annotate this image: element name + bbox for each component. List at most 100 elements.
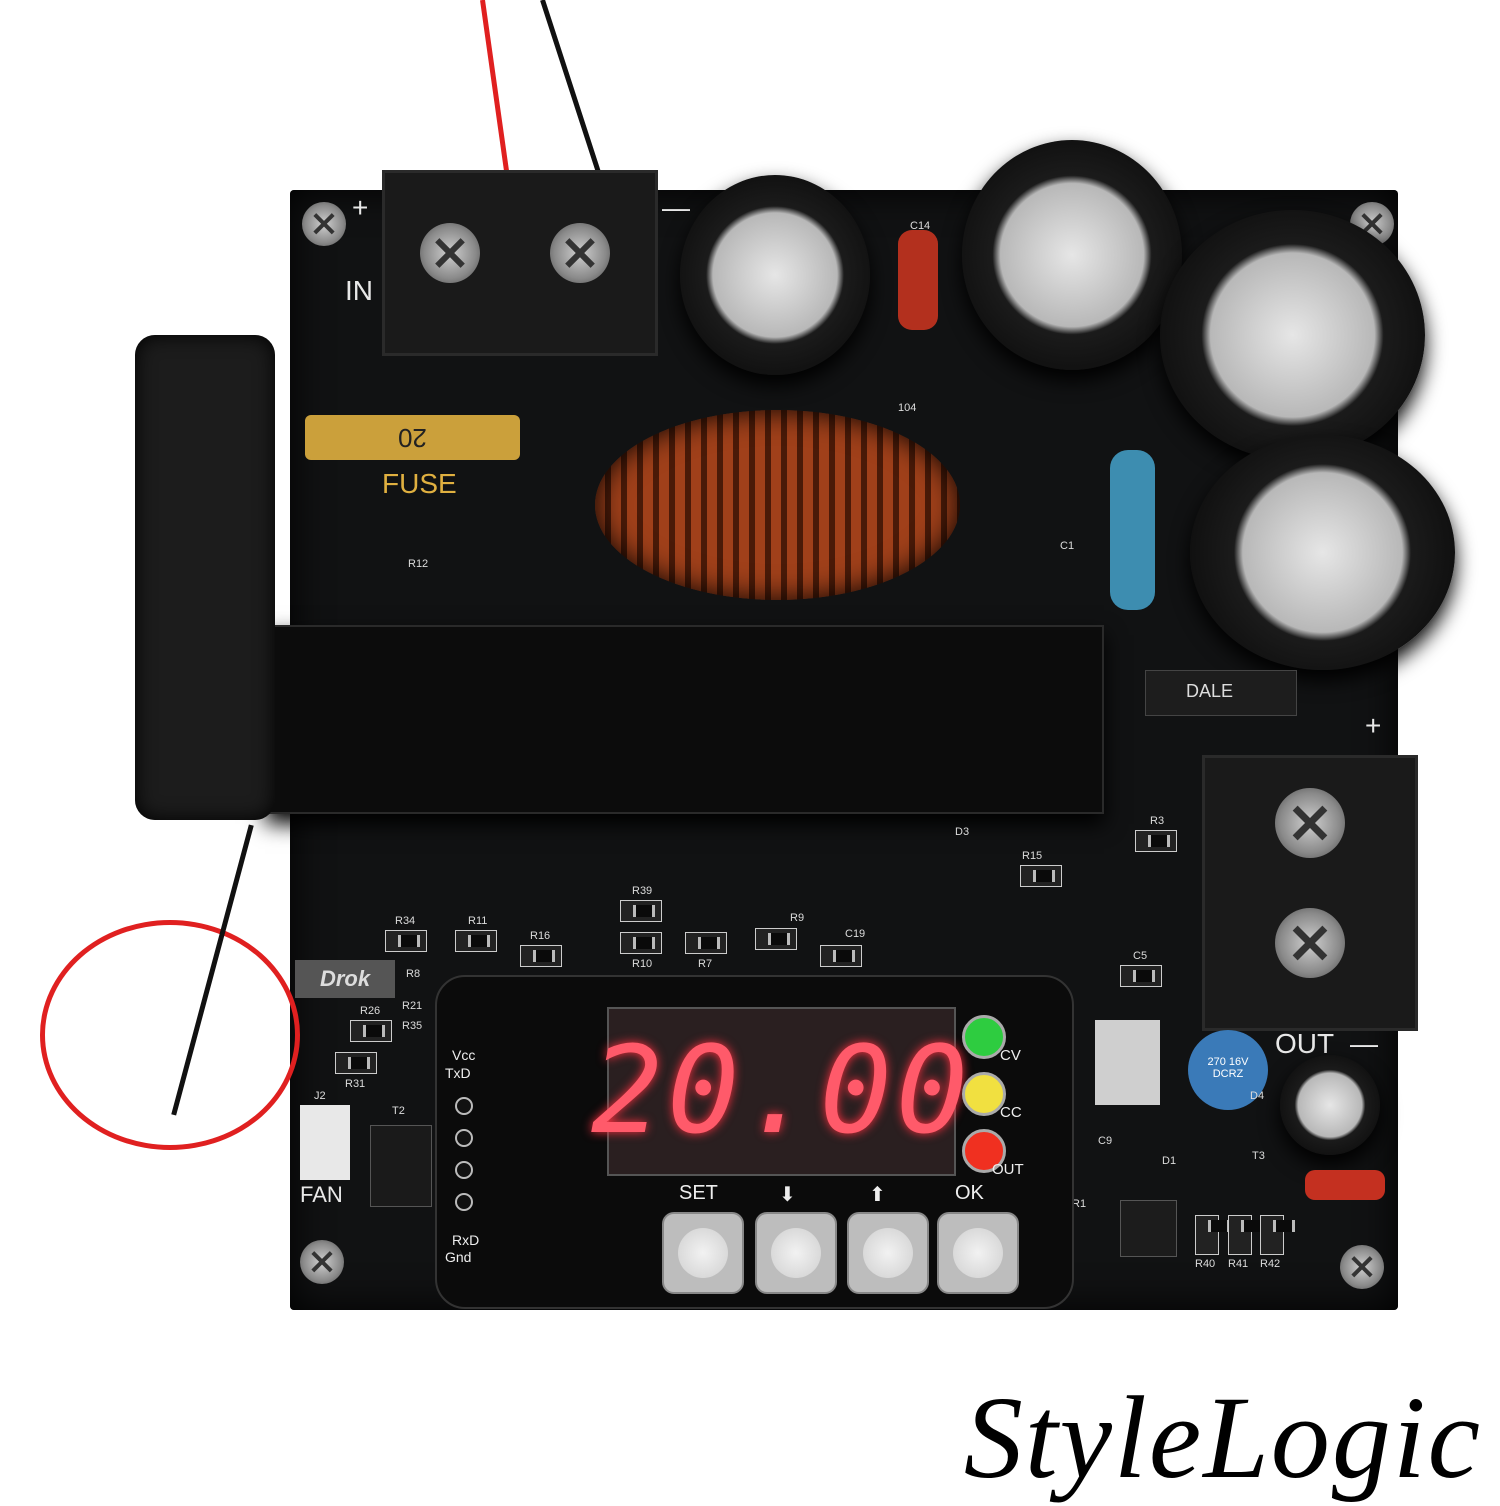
silk-label: R10 <box>632 958 653 970</box>
output-label: OUT <box>1275 1028 1335 1059</box>
silk-label: C5 <box>1133 950 1148 962</box>
silk-label: R16 <box>530 930 551 942</box>
silk-r12: R12 <box>408 558 429 570</box>
fan-connector[interactable] <box>300 1105 350 1180</box>
smd-capacitor <box>1120 965 1162 987</box>
silk-label: R40 <box>1195 1258 1216 1270</box>
silk-label: R1 <box>1072 1198 1087 1210</box>
cc-label: CC <box>1000 1104 1022 1121</box>
shunt-resistor: DALE <box>1145 670 1297 716</box>
silk-label: R9 <box>790 912 805 924</box>
silk-label: R39 <box>632 885 653 897</box>
smd-resistor <box>520 945 562 967</box>
capacitor <box>962 140 1182 370</box>
cv-led <box>962 1015 1006 1059</box>
smd-resistor <box>385 930 427 952</box>
input-wire-red <box>480 0 513 199</box>
silk-label: C19 <box>845 928 866 940</box>
header-pin <box>455 1097 473 1115</box>
silk-label: T2 <box>392 1105 405 1117</box>
power-resistor <box>1110 450 1155 610</box>
pin-label-rxd: RxD <box>452 1232 480 1248</box>
capacitor <box>1160 210 1425 460</box>
ok-label: OK <box>955 1182 984 1204</box>
silk-label: R7 <box>698 958 713 970</box>
shunt-label: DALE <box>1186 681 1234 701</box>
smd-resistor <box>455 930 497 952</box>
mounting-screw-icon <box>1340 1245 1384 1289</box>
capacitor <box>1190 435 1455 670</box>
silk-label: T3 <box>1252 1150 1265 1162</box>
smd-resistor <box>1020 865 1062 887</box>
output-terminal-block[interactable] <box>1202 755 1418 1031</box>
terminal-screw-icon[interactable] <box>1275 788 1345 858</box>
up-button[interactable] <box>847 1212 929 1294</box>
silk-label: R35 <box>402 1020 423 1032</box>
ic-chip <box>1120 1200 1177 1257</box>
set-button[interactable] <box>662 1212 744 1294</box>
silk-c1: C1 <box>1060 540 1075 552</box>
silk-c14: C14 <box>910 220 931 232</box>
cv-label: CV <box>1000 1047 1021 1064</box>
fan-connector-ref: J2 <box>314 1090 326 1102</box>
input-minus-label: — <box>662 192 690 223</box>
header-pin <box>455 1161 473 1179</box>
small-cap-label: 270 16V DCRZ <box>1207 1056 1249 1080</box>
transistor <box>370 1125 432 1207</box>
fuse[interactable] <box>305 415 520 460</box>
ok-button[interactable] <box>937 1212 1019 1294</box>
input-label: IN <box>345 275 373 306</box>
smd-resistor <box>1135 830 1177 852</box>
fuse-label: FUSE <box>382 468 457 499</box>
silk-label: R31 <box>345 1078 366 1090</box>
down-button[interactable] <box>755 1212 837 1294</box>
fan-wire-red <box>40 920 300 1150</box>
watermark: StyleLogic <box>963 1372 1482 1503</box>
brand-logo: Drok <box>295 960 395 998</box>
cc-led <box>962 1072 1006 1116</box>
silk-104: 104 <box>898 402 917 414</box>
terminal-screw-icon[interactable] <box>420 223 480 283</box>
brand-logo-text: Drok <box>319 966 371 991</box>
silk-label: D3 <box>955 826 970 838</box>
silk-label: C9 <box>1098 1135 1113 1147</box>
silk-label: D1 <box>1162 1155 1177 1167</box>
set-label: SET <box>679 1182 718 1204</box>
silk-label: R15 <box>1022 850 1043 862</box>
down-arrow-icon: ⬇ <box>779 1184 796 1206</box>
small-capacitor: 270 16V DCRZ <box>1188 1030 1268 1110</box>
trimmer-potentiometer[interactable] <box>1095 1020 1160 1105</box>
silk-label: R41 <box>1228 1258 1249 1270</box>
smd-resistor <box>620 900 662 922</box>
output-plus-label: + <box>1365 710 1382 741</box>
display-reading: 20.00 <box>590 1022 973 1161</box>
mounting-screw-icon <box>302 202 346 246</box>
terminal-screw-icon[interactable] <box>1275 908 1345 978</box>
film-capacitor <box>1305 1170 1385 1200</box>
pin-label-txd: TxD <box>445 1065 471 1081</box>
silk-label: R42 <box>1260 1258 1281 1270</box>
terminal-screw-icon[interactable] <box>550 223 610 283</box>
smd-resistor <box>1228 1215 1263 1255</box>
up-arrow-icon: ⬆ <box>869 1184 886 1206</box>
pin-label-gnd: Gnd <box>445 1249 472 1265</box>
pin-label-vcc: Vcc <box>452 1047 476 1063</box>
output-minus-label: — <box>1350 1028 1378 1059</box>
heatsink <box>265 625 1104 814</box>
silk-label: R21 <box>402 1000 423 1012</box>
film-capacitor <box>898 230 938 330</box>
input-plus-label: + <box>352 192 369 223</box>
silk-label: R11 <box>468 915 488 927</box>
toroidal-inductor <box>595 410 960 600</box>
capacitor <box>1280 1055 1380 1155</box>
out-label: OUT <box>992 1161 1024 1178</box>
smd-resistor <box>620 932 662 954</box>
silk-label: R26 <box>360 1005 381 1017</box>
input-terminal-block[interactable] <box>382 170 658 356</box>
seven-segment-display: 20.00 <box>591 1007 968 1176</box>
silk-label: R3 <box>1150 815 1165 827</box>
silk-label: D4 <box>1250 1090 1265 1102</box>
smd-resistor <box>350 1020 392 1042</box>
fan-connector-label: FAN <box>300 1182 343 1207</box>
out-led <box>962 1129 1006 1173</box>
